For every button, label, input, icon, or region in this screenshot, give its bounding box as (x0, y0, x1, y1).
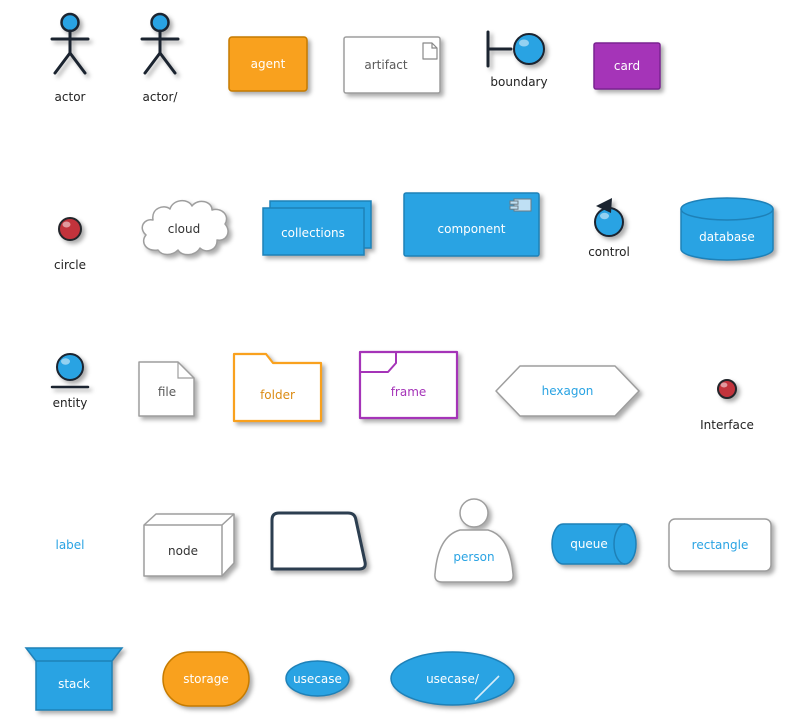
agent-shape: agent (228, 36, 308, 92)
rectangle-icon (668, 518, 772, 572)
node-icon (143, 513, 235, 577)
circle-shape: circle (48, 216, 92, 272)
hexagon-shape: hexagon (494, 364, 641, 418)
label-text: label (55, 538, 85, 552)
entity-icon (50, 353, 90, 389)
usecase-slash-line (474, 675, 500, 701)
usecase-icon (285, 660, 350, 697)
person-shape: person (430, 498, 518, 584)
boundary-shape: boundary (479, 27, 559, 89)
actor-slash-label: actor/ (142, 90, 178, 104)
actor-slash-shape: actor/ (130, 12, 190, 104)
cloud-shape: cloud (138, 194, 230, 264)
actor-label: actor (54, 90, 86, 104)
interface-shape: Interface (700, 378, 754, 432)
entity-label: entity (52, 396, 88, 410)
hexagon-icon (495, 365, 640, 417)
interface-icon (717, 379, 737, 399)
artifact-page-icon (422, 42, 438, 60)
queue-shape: queue (551, 522, 639, 566)
actor-icon (50, 12, 90, 75)
actor-shape: actor (40, 12, 100, 104)
label-shape: label (45, 536, 95, 554)
interface-label: Interface (700, 418, 754, 432)
boundary-icon (486, 30, 545, 68)
usecase-slash-shape: usecase/ (389, 650, 516, 707)
package-icon (270, 511, 367, 571)
card-icon (593, 42, 661, 90)
file-shape: file (137, 360, 197, 418)
actor-slash-icon (140, 12, 180, 75)
component-icon (403, 192, 540, 257)
control-shape: control (585, 197, 633, 259)
folder-shape: folder (232, 350, 323, 423)
card-shape: card (593, 42, 661, 90)
boundary-label: boundary (490, 75, 548, 89)
storage-shape: storage (161, 650, 251, 708)
file-icon (138, 361, 195, 417)
component-shape: component (403, 192, 540, 257)
rectangle-shape: rectangle (667, 517, 773, 573)
folder-icon (232, 352, 323, 423)
artifact-shape: artifact (343, 36, 441, 94)
component-ports-icon (509, 198, 532, 212)
usecase-slash-icon (390, 651, 515, 706)
entity-shape: entity (48, 352, 92, 410)
frame-icon (358, 350, 459, 420)
storage-icon (162, 651, 250, 707)
stack-icon (24, 647, 124, 711)
stack-shape: stack (24, 646, 124, 712)
frame-shape: frame (358, 350, 459, 420)
artifact-icon (343, 36, 441, 94)
usecase-shape: usecase (284, 659, 351, 698)
cloud-icon (141, 200, 229, 256)
control-icon (594, 198, 624, 237)
node-shape: node (142, 512, 236, 578)
package-shape (268, 508, 386, 576)
database-shape: database (679, 196, 775, 264)
queue-icon (551, 523, 637, 565)
collections-shape: collections (262, 200, 372, 258)
person-icon (434, 498, 514, 583)
circle-icon (58, 217, 82, 241)
database-icon (680, 197, 774, 261)
collections-icon (262, 200, 372, 256)
control-label: control (588, 245, 630, 259)
circle-label: circle (54, 258, 86, 272)
agent-icon (228, 36, 308, 92)
